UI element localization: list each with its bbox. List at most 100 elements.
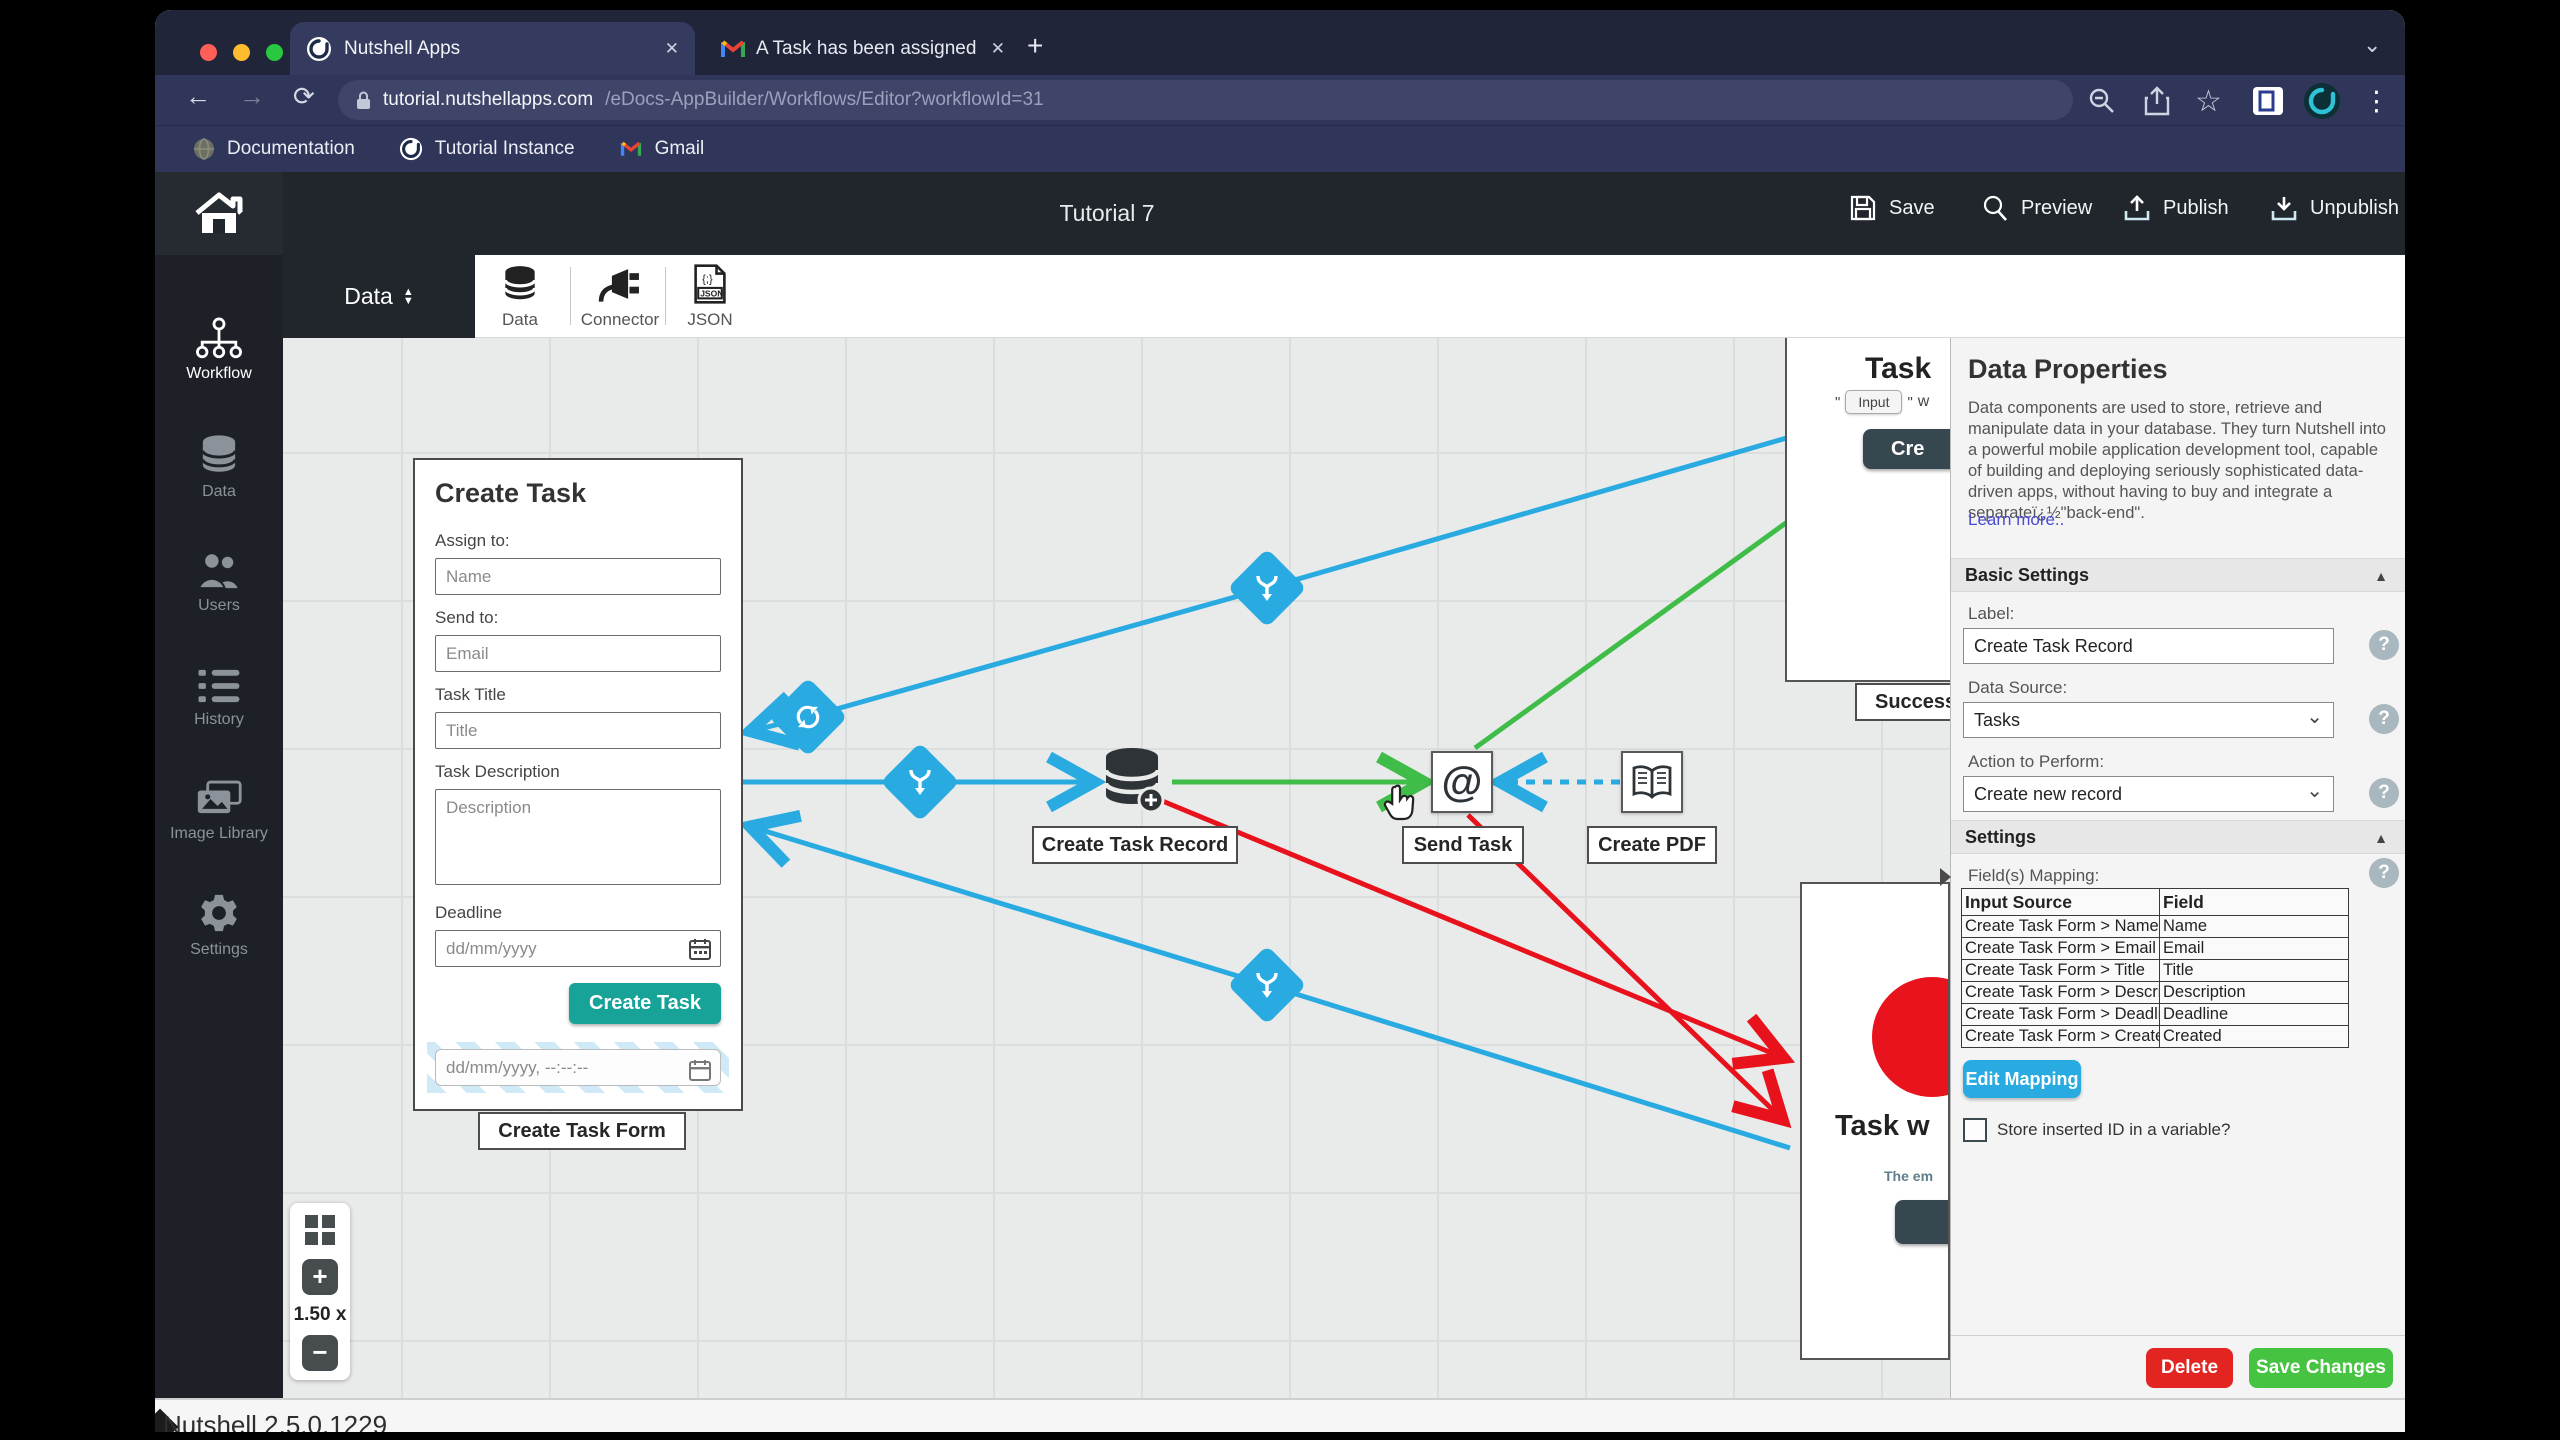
panel-title: Task w <box>1835 1110 1930 1142</box>
documentation-favicon <box>194 138 214 160</box>
help-icon[interactable]: ? <box>2369 778 2399 808</box>
collapse-icon[interactable]: ▲ <box>2374 568 2388 584</box>
nutshell-extension-icon[interactable] <box>2303 82 2341 120</box>
address-bar[interactable]: tutorial.nutshellapps.com/eDocs-AppBuild… <box>338 80 2073 120</box>
history-icon <box>198 669 240 703</box>
node-label-create-task-form[interactable]: Create Task Form <box>478 1112 686 1150</box>
traffic-zoom-button[interactable] <box>266 44 283 61</box>
label-input[interactable] <box>1963 628 2334 664</box>
action-select[interactable]: Create new record ⌄ <box>1963 776 2334 812</box>
forward-button[interactable]: → <box>239 81 265 111</box>
field-mapping-table: Input Source Field Create Task Form > Na… <box>1961 888 2349 1048</box>
back-button[interactable]: ← <box>185 81 211 111</box>
tab-close-icon[interactable]: ✕ <box>990 38 1005 58</box>
bookmark-star-icon[interactable]: ☆ <box>2195 85 2222 118</box>
bookmark-documentation[interactable]: Documentation <box>193 138 355 160</box>
preview-button[interactable]: Preview <box>1981 194 2092 222</box>
assign-to-input[interactable] <box>435 558 721 595</box>
traffic-minimize-button[interactable] <box>233 44 250 61</box>
section-basic-settings[interactable]: Basic Settings ▲ <box>1951 558 2405 592</box>
workflow-canvas[interactable]: Create Task Record @ Send Task Create PD… <box>283 338 1950 1398</box>
sidebar-item-image-library[interactable]: Image Library <box>155 779 283 843</box>
toolbar-item-label: Connector <box>580 310 660 329</box>
task-result-panel-partial: Task w The em <box>1800 882 1950 1360</box>
unpublish-button[interactable]: Unpublish <box>2270 194 2399 222</box>
send-task-node[interactable]: @ <box>1431 751 1493 813</box>
publish-label: Publish <box>2163 196 2229 219</box>
bookmark-tutorial-instance[interactable]: Tutorial Instance <box>399 137 575 161</box>
connector-component-icon <box>598 269 639 302</box>
zoom-out-button[interactable]: − <box>302 1335 338 1371</box>
side-panel-icon[interactable] <box>2252 86 2284 116</box>
node-label-create-pdf[interactable]: Create PDF <box>1587 826 1717 864</box>
at-icon: @ <box>1441 758 1483 805</box>
component-toolbar: Data ▲▼ Data Connector <box>283 255 2405 338</box>
sidebar-item-workflow[interactable]: Workflow <box>155 317 283 383</box>
zoom-in-button[interactable]: + <box>302 1259 338 1295</box>
panel-button-partial[interactable]: Cre <box>1863 429 1950 469</box>
send-to-input[interactable] <box>435 635 721 672</box>
merge-connector-node[interactable] <box>1227 945 1307 1025</box>
datetime-input[interactable] <box>435 1049 721 1086</box>
store-id-checkbox[interactable] <box>1963 1118 1987 1142</box>
task-title-input[interactable] <box>435 712 721 749</box>
learn-more-link[interactable]: Learn more.. <box>1968 510 2065 529</box>
create-task-submit-button[interactable]: Create Task <box>569 983 721 1024</box>
tab-close-icon[interactable]: ✕ <box>664 38 679 58</box>
component-category-dropdown[interactable]: Data ▲▼ <box>283 255 475 338</box>
save-changes-button[interactable]: Save Changes <box>2249 1348 2393 1388</box>
create-pdf-node[interactable] <box>1621 751 1683 813</box>
reload-button[interactable]: ⟳ <box>293 81 315 111</box>
zoom-out-icon[interactable] <box>2088 87 2116 115</box>
sidebar-item-data[interactable]: Data <box>155 433 283 501</box>
publish-button[interactable]: Publish <box>2123 194 2229 222</box>
merge-connector-node[interactable] <box>1227 548 1307 628</box>
grid-toggle-icon[interactable] <box>305 1215 335 1245</box>
help-icon[interactable]: ? <box>2369 858 2399 888</box>
panel-subtitle: The em <box>1884 1168 1934 1184</box>
merge-connector-node[interactable] <box>880 742 960 822</box>
tab-gmail-task[interactable]: A Task has been assigned to yo ✕ <box>710 22 1015 75</box>
traffic-close-button[interactable] <box>200 44 217 61</box>
sidebar-item-history[interactable]: History <box>155 667 283 729</box>
json-component-icon: {;} JSON <box>694 264 726 304</box>
data-source-select[interactable]: Tasks ⌄ <box>1963 702 2334 738</box>
new-tab-button[interactable]: + <box>1027 30 1044 61</box>
field-label: Task Description <box>435 762 560 781</box>
bookmark-gmail[interactable]: Gmail <box>619 138 704 160</box>
panel-collapse-handle[interactable] <box>1940 868 1951 886</box>
sidebar-item-settings[interactable]: Settings <box>155 891 283 959</box>
edit-mapping-button[interactable]: Edit Mapping <box>1963 1060 2081 1098</box>
home-button[interactable] <box>155 172 283 255</box>
help-icon[interactable]: ? <box>2369 704 2399 734</box>
deadline-input[interactable] <box>435 930 721 967</box>
help-icon[interactable]: ? <box>2369 630 2399 660</box>
panel-title: Data Properties <box>1968 354 2168 384</box>
collapse-icon[interactable]: ▲ <box>2374 830 2388 846</box>
panel-button-partial[interactable] <box>1895 1200 1948 1244</box>
node-label-send-task[interactable]: Send Task <box>1402 826 1524 864</box>
section-settings[interactable]: Settings ▲ <box>1951 820 2405 854</box>
create-task-record-node[interactable] <box>1103 746 1167 816</box>
zoom-widget: + 1.50 x − <box>290 1203 350 1380</box>
save-button[interactable]: Save <box>1849 194 1935 222</box>
sidebar-item-users[interactable]: Users <box>155 551 283 615</box>
calendar-icon[interactable] <box>689 1059 711 1081</box>
settings-gear-icon <box>201 894 237 932</box>
node-label-create-task-record[interactable]: Create Task Record <box>1032 826 1238 864</box>
calendar-icon[interactable] <box>689 938 711 960</box>
merge-icon <box>1256 972 1278 998</box>
toolbar-item-connector[interactable]: Connector <box>575 263 665 330</box>
share-icon[interactable] <box>2143 86 2171 116</box>
tab-overflow-icon[interactable]: ⌄ <box>2363 32 2382 57</box>
browser-menu-icon[interactable]: ⋮ <box>2363 86 2390 116</box>
error-circle-icon <box>1872 977 1948 1097</box>
image-library-icon <box>197 780 242 814</box>
loop-connector-node[interactable] <box>768 677 848 757</box>
delete-node-button[interactable]: Delete <box>2146 1348 2233 1388</box>
create-task-form-node[interactable]: Create Task Assign to: Send to: Task Tit… <box>413 458 743 1111</box>
tab-nutshell-apps[interactable]: Nutshell Apps ✕ <box>290 22 695 75</box>
toolbar-item-data[interactable]: Data <box>475 263 565 330</box>
task-description-input[interactable] <box>435 789 721 885</box>
toolbar-item-json[interactable]: {;} JSON JSON <box>665 263 755 330</box>
